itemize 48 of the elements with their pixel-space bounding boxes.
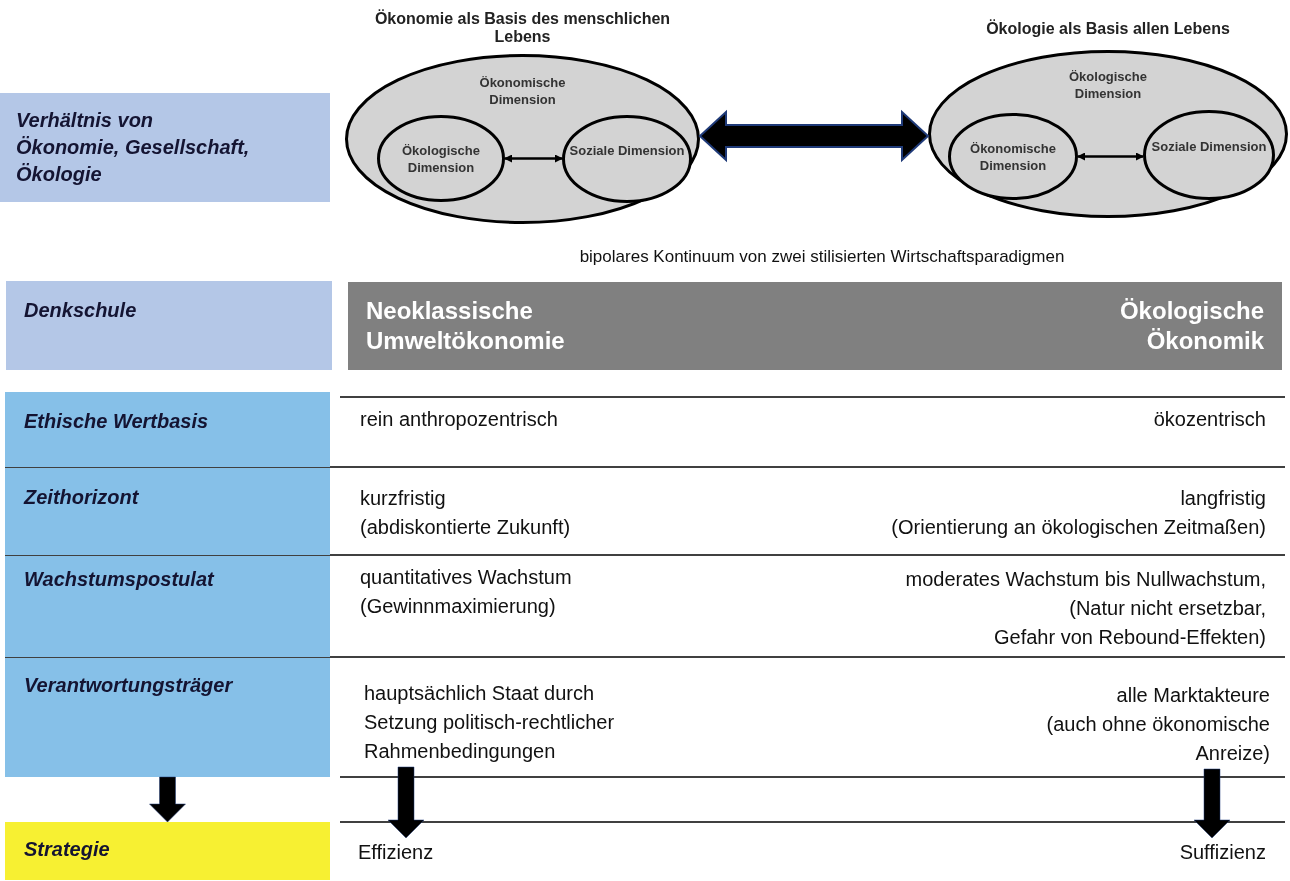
paradigm-bar [348,282,1282,370]
paradigm-title: Neoklassische Umweltökonomie [366,296,566,356]
double-arrow [1077,152,1144,161]
ellipse-label: Ökologische Dimension [1068,68,1148,102]
cell-text: (Natur nicht ersetzbar, [1069,596,1266,621]
cell-text: (abdiskontierte Zukunft) [360,515,571,540]
row-header-box [5,822,330,880]
cell-text: quantitatives Wachstum [360,565,572,590]
ellipse-label: Ökologische Dimension [401,142,481,176]
cell-text: alle Marktakteure [1116,683,1270,708]
cell-text: (Gewinnmaximierung) [360,594,556,619]
cell-text: Effizienz [358,840,434,865]
row-header: Strategie [24,837,110,862]
diagram-heading: Ökonomie als Basis des menschlichen Lebens [373,10,672,46]
block-arrow [387,766,425,839]
double-arrow [504,154,563,163]
block-arrow [698,109,930,163]
ellipse-label: Ökonomische Dimension [478,74,567,108]
row-header-box [5,392,330,467]
row-header: Verantwortungsträger [24,673,233,698]
paradigm-title: Ökologische Ökonomik [1118,296,1264,356]
row-header: Zeithorizont [24,485,139,510]
row-header: Ethische Wertbasis [24,409,209,434]
row-header: Denkschule [24,298,137,323]
ellipse-label: Soziale Dimension [568,142,686,159]
row-header-box [5,468,330,555]
block-arrow [149,776,186,823]
row-header: Wachstumspostulat [24,567,214,592]
row-header: Verhältnis von Ökonomie, Gesellschaft, Ökologie [16,108,251,187]
ellipse-label: Soziale Dimension [1150,138,1268,155]
cell-text: rein anthropozentrisch [360,407,558,432]
cell-text: langfristig [1180,486,1266,511]
row-header-box [5,658,330,777]
cell-text: Suffizienz [1179,840,1266,865]
cell-text: Gefahr von Rebound-Effekten) [993,625,1266,650]
cell-text: moderates Wachstum bis Nullwachstum, [905,567,1266,592]
cell-text: ökozentrisch [1153,407,1266,432]
continuum-caption: bipolares Kontinuum von zwei stilisierten Wirtschaftsparadigmen [578,246,1066,268]
row-header-box [6,281,332,370]
cell-text: hauptsächlich Staat durch Setzung politisch-rechtlicher Rahmenbedingungen [364,681,616,764]
cell-text: kurzfristig [360,486,446,511]
row-header-box [0,93,330,202]
ellipse-label: Ökonomische Dimension [969,140,1057,174]
cell-text: (Orientierung an ökologischen Zeitmaßen) [891,515,1266,540]
cell-text: (auch ohne ökonomische Anreize) [1045,712,1270,766]
block-arrow [1193,768,1231,839]
row-header-box [5,556,330,657]
diagram-heading: Ökologie als Basis allen Lebens [985,20,1231,38]
